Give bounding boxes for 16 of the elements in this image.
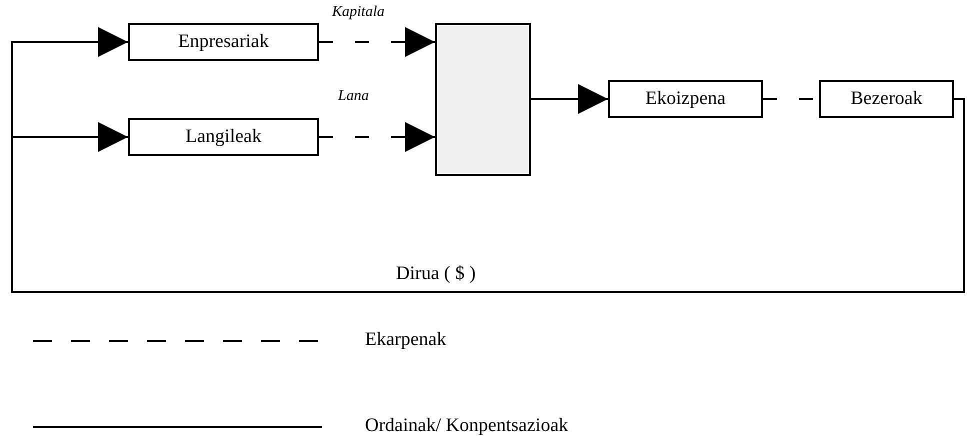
node-label: Bezeroak [850, 88, 922, 110]
legend-label: Ekarpenak [365, 329, 446, 351]
process-box [128, 23, 319, 61]
edge-label: Kapitala [330, 4, 387, 20]
process-box [608, 80, 763, 118]
process-box [128, 118, 319, 156]
arrow [319, 122, 435, 152]
arrow [531, 84, 608, 114]
arrow [319, 27, 435, 57]
legend-label: Ordainak/ Konpentsazioak [365, 415, 568, 437]
empty-box [435, 23, 531, 176]
flow-label: Dirua ( $ ) [396, 263, 476, 285]
process-box [819, 80, 954, 118]
node-label: Enpresariak [178, 31, 269, 53]
node-label: Langileak [186, 126, 262, 148]
node-label: Ekoizpena [645, 88, 726, 110]
